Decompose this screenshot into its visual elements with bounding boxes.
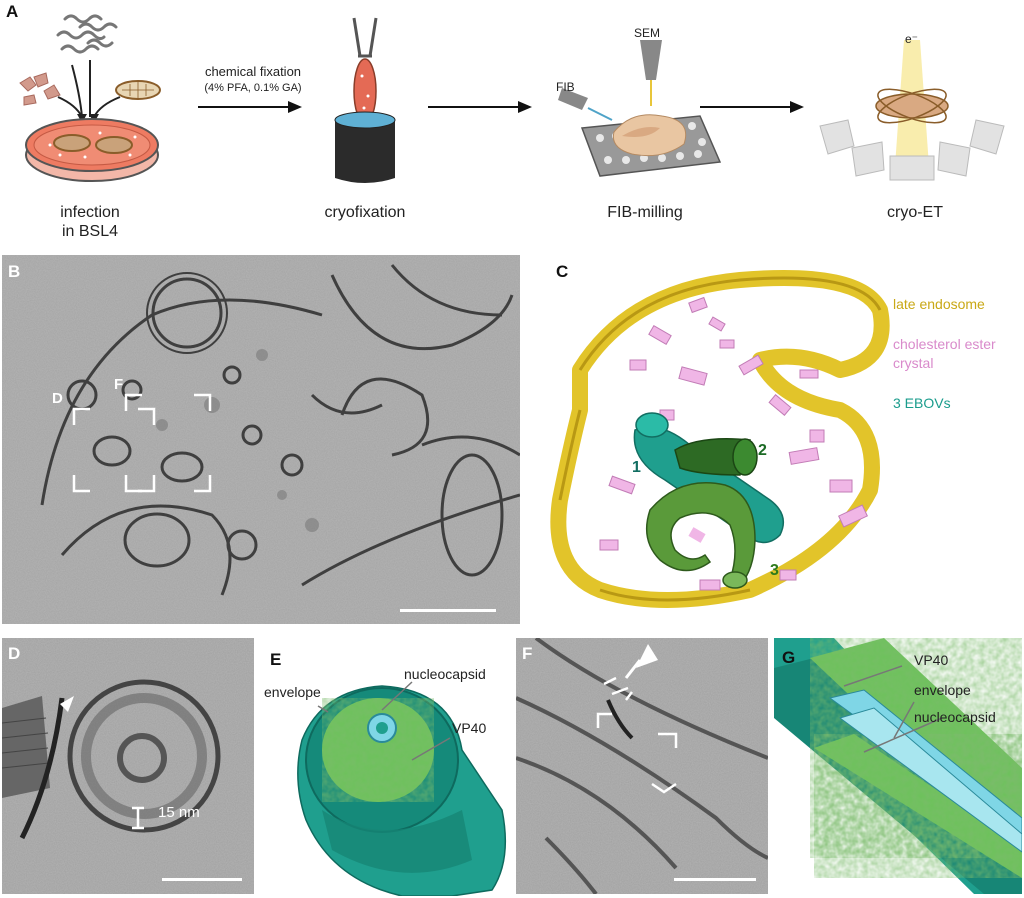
arrow-right-icon <box>428 101 532 113</box>
arrow-right-icon <box>700 101 804 113</box>
panel-label-c: C <box>556 262 569 281</box>
panel-label-g: G <box>782 648 796 667</box>
infection-label: infection in BSL4 <box>40 203 140 241</box>
panel-label-a: A <box>6 2 19 21</box>
nucleocapsid-label-g: nucleocapsid <box>914 709 996 725</box>
fixation-label-line2: (4% PFA, 0.1% GA) <box>204 82 302 94</box>
panel-label-f: F <box>522 644 533 663</box>
scale-bar <box>162 878 242 881</box>
panel-label-d: D <box>8 644 21 663</box>
fixation-label-line1: chemical fixation <box>204 64 302 79</box>
scale-bar <box>400 609 496 612</box>
panel-label-e: E <box>270 650 282 669</box>
scale-bar <box>674 878 756 881</box>
vp40-label: VP40 <box>452 720 487 736</box>
infection-dish-illustration <box>19 14 161 182</box>
tomogram-slice-image <box>2 255 520 624</box>
infection-label-line1: infection <box>60 204 120 221</box>
panel-d-tomogram: 15 nm <box>2 638 254 894</box>
panel-e-3d-render <box>297 681 507 896</box>
panel-b-tomogram <box>2 255 520 624</box>
fib-label: FIB <box>556 80 575 94</box>
sem-label: SEM <box>634 26 661 40</box>
fib-milling-label: FIB-milling <box>607 204 683 221</box>
legend-late-endosome: late endosome <box>893 296 985 312</box>
fixation-label: chemical fixation (4% PFA, 0.1% GA) <box>178 64 328 96</box>
panel-label-b: B <box>8 262 21 281</box>
envelope-label: envelope <box>264 684 321 700</box>
cryofixation-illustration <box>334 17 396 183</box>
ebov-number-3: 3 <box>770 562 779 579</box>
fib-milling-illustration <box>558 40 722 177</box>
arrow-right-icon <box>198 101 302 113</box>
ebov-number-1: 1 <box>632 459 641 476</box>
nucleocapsid-label: nucleocapsid <box>404 666 486 682</box>
region-box-d <box>72 393 212 493</box>
box-label-d: D <box>52 390 63 407</box>
box-label-f: F <box>114 376 124 393</box>
cryo-et-illustration <box>819 40 1005 181</box>
vp40-label-g: VP40 <box>914 652 949 668</box>
legend-crystal: crystal <box>893 355 934 371</box>
panel-c-3d-segmentation: 1 2 3 <box>550 270 890 608</box>
envelope-label-g: envelope <box>914 682 971 698</box>
electron-label: e⁻ <box>905 32 919 46</box>
measure-label: 15 nm <box>158 804 200 821</box>
panel-f-tomogram <box>516 638 768 894</box>
cryo-et-label: cryo-ET <box>887 204 943 221</box>
legend-cholesterol-ester: cholesterol ester <box>893 336 996 352</box>
ebov-number-2: 2 <box>758 442 767 459</box>
infection-label-line2: in BSL4 <box>61 223 119 240</box>
cryofixation-label: cryofixation <box>324 204 406 221</box>
panel-g-3d-render <box>774 638 1022 894</box>
legend-3-ebovs: 3 EBOVs <box>893 395 951 411</box>
